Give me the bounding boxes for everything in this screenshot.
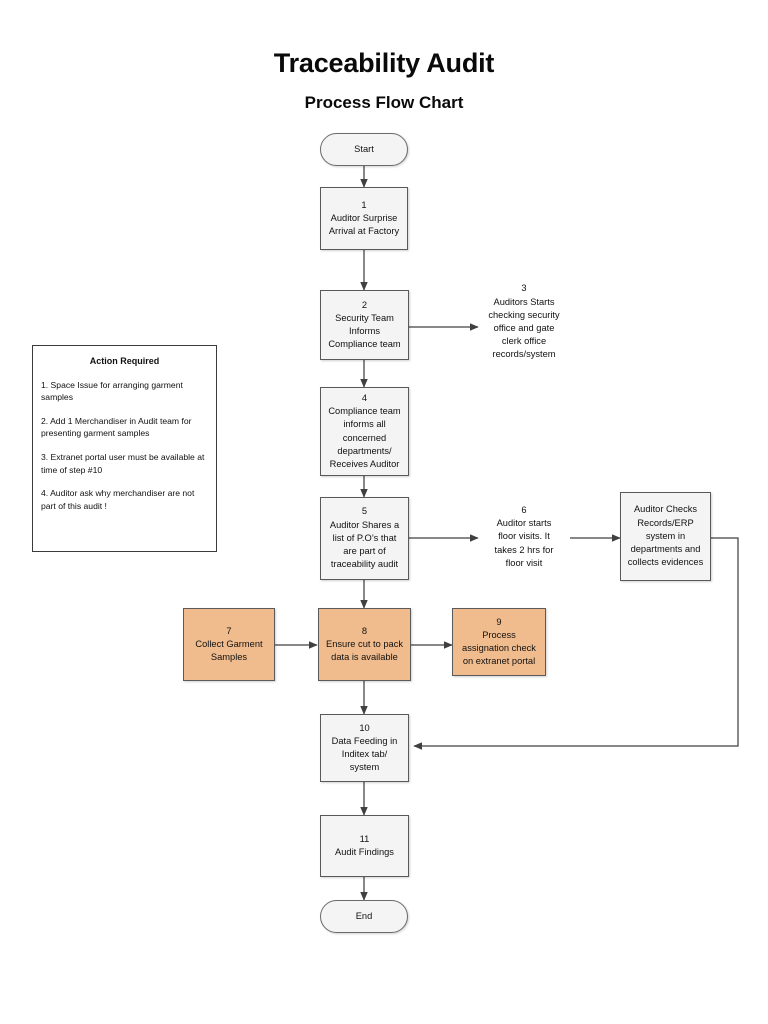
node-start-label: Start xyxy=(354,143,374,154)
node-1[interactable]: 1 Auditor Surprise Arrival at Factory xyxy=(320,187,408,250)
node-7-number: 7 xyxy=(226,625,232,636)
action-required-item-4: 4. Auditor ask why merchandiser are not … xyxy=(41,488,195,511)
node-1-text: Auditor Surprise Arrival at Factory xyxy=(328,212,400,237)
node-10[interactable]: 10 Data Feeding in Inditex tab/ system xyxy=(320,714,409,782)
node-11-number: 11 xyxy=(359,833,370,844)
node-3[interactable]: 3 Auditors Starts checking security offi… xyxy=(478,264,570,380)
node-6-text: Auditor starts floor visits. It takes 2 … xyxy=(494,518,554,568)
action-required-note: Action Required 1. Space Issue for arran… xyxy=(32,345,217,552)
node-4-text: Compliance team informs all concerned de… xyxy=(328,406,401,469)
node-end-label: End xyxy=(355,910,373,921)
action-required-title: Action Required xyxy=(89,356,160,366)
action-required-item-3: 3. Extranet portal user must be availabl… xyxy=(41,451,205,475)
node-8[interactable]: 8 Ensure cut to pack data is available xyxy=(318,608,411,681)
node-2-text: Security Team Informs Compliance team xyxy=(328,312,401,350)
page-subtitle: Process Flow Chart xyxy=(304,93,464,112)
node-11[interactable]: 11 Audit Findings xyxy=(320,815,409,877)
node-5-text: Auditor Shares a list of P.O’s that are … xyxy=(329,519,400,570)
node-9[interactable]: 9 Process assignation check on extranet … xyxy=(452,608,546,676)
node-5-number: 5 xyxy=(361,506,368,517)
node-2[interactable]: 2 Security Team Informs Compliance team xyxy=(320,290,409,360)
node-6-number: 6 xyxy=(521,504,527,515)
node-2-number: 2 xyxy=(361,299,368,310)
node-1-number: 1 xyxy=(361,199,367,210)
action-required-item-2: 2. Add 1 Merchandiser in Audit team for … xyxy=(41,415,192,439)
page-title: Traceability Audit xyxy=(273,48,495,78)
node-6[interactable]: 6 Auditor starts floor visits. It takes … xyxy=(478,492,570,582)
node-3-text: Auditors Starts checking security office… xyxy=(488,296,560,360)
node-auditor-checks-records[interactable]: Auditor Checks Records/ERP system in dep… xyxy=(620,492,711,581)
node-auditor-checks-records-text: Auditor Checks Records/ERP system in dep… xyxy=(627,504,704,568)
action-required-item-1: 1. Space Issue for arranging garment sam… xyxy=(41,379,183,403)
node-7-text: Collect Garment Samples xyxy=(195,638,263,663)
node-9-number: 9 xyxy=(496,616,502,627)
node-start[interactable]: Start xyxy=(320,133,408,166)
node-5[interactable]: 5 Auditor Shares a list of P.O’s that ar… xyxy=(320,497,409,580)
node-4-number: 4 xyxy=(361,392,368,403)
node-11-text: Audit Findings xyxy=(335,847,394,857)
node-10-number: 10 xyxy=(359,722,370,733)
node-3-number: 3 xyxy=(521,283,527,294)
node-end[interactable]: End xyxy=(320,900,408,933)
node-8-number: 8 xyxy=(361,625,368,636)
node-10-text: Data Feeding in Inditex tab/ system xyxy=(331,735,398,773)
node-8-text: Ensure cut to pack data is available xyxy=(326,638,403,663)
node-4[interactable]: 4 Compliance team informs all concerned … xyxy=(320,387,409,476)
node-9-text: Process assignation check on extranet po… xyxy=(462,629,536,667)
node-7[interactable]: 7 Collect Garment Samples xyxy=(183,608,275,681)
